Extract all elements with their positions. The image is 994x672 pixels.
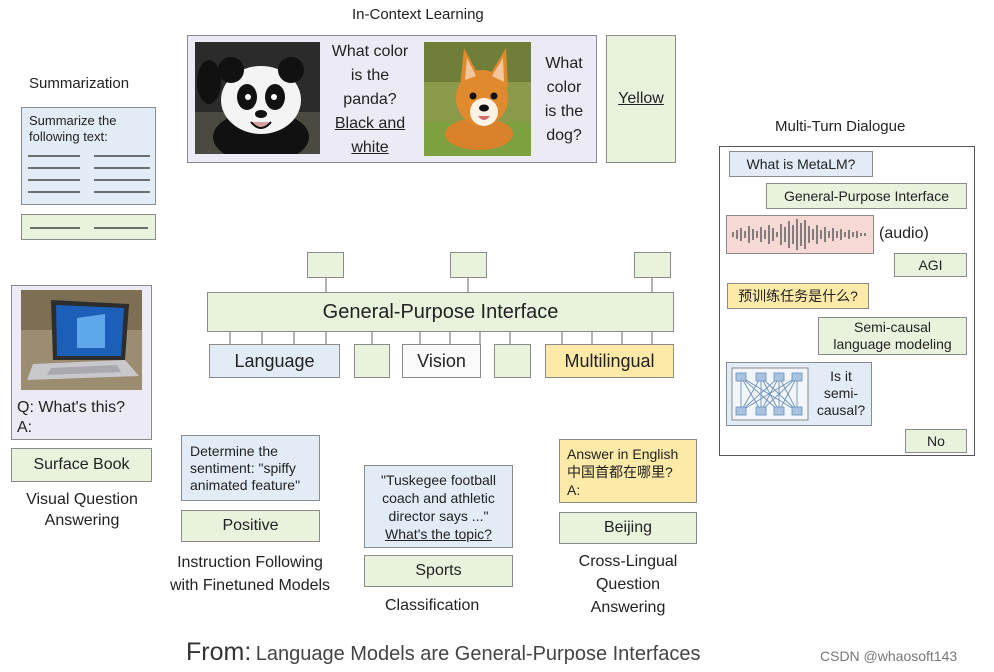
dialogue-q1-text: What is MetaLM? [746,156,856,172]
classification-prompt-line: coach and athletic [382,490,495,506]
instruction-output: Positive [181,510,320,542]
dialogue-a2-text: AGI [918,257,943,273]
encoder-language-label: Language [234,350,315,371]
panda-answer-line: Black and [334,115,406,132]
classification-input: "Tuskegee football coach and athletic di… [364,465,513,548]
encoder-multilingual: Multilingual [545,344,674,378]
crosslingual-output: Beijing [559,512,697,544]
interface-connectors [229,278,653,344]
dialogue-a3-line: language modeling [833,336,952,352]
in-context-answer: Yellow [618,90,664,107]
vqa-question-line: Q: What's this? [17,399,125,416]
classification-prompt-line: director says ..." [388,508,489,524]
crosslingual-prompt-line: 中国首都在哪里? [567,464,673,480]
instruction-answer: Positive [222,517,279,534]
classification-prompt-line: "Tuskegee football [381,472,496,488]
general-purpose-interface: General-Purpose Interface [207,292,674,332]
panda-answer-line: white [351,139,389,156]
encoder-placeholder-1 [354,344,390,378]
dialogue-q4-line: semi- [823,385,859,401]
crosslingual-caption-line: Answering [590,599,666,616]
encoder-placeholder-2 [494,344,531,378]
dialogue-a1: General-Purpose Interface [766,183,967,209]
vqa-caption: Visual Question Answering [10,489,154,531]
crosslingual-caption-line: Question [595,576,661,593]
in-context-output: Yellow [606,35,676,163]
footer-source: From: Language Models are General-Purpos… [186,638,700,667]
dog-question-line: What [545,55,583,72]
dialogue-a3-line: Semi-causal [853,319,932,335]
panda-question: What color is the panda? Black and white [322,40,418,160]
crosslingual-prompt-line: Answer in English [567,446,679,462]
panda-question-line: What color [331,43,409,60]
classification-answer: Sports [415,562,462,579]
instruction-caption-line: Instruction Following [177,554,323,571]
output-token-1 [307,252,344,278]
summarization-title: Summarization [29,75,130,92]
vqa-caption-line: Answering [44,512,120,529]
instruction-caption-line: with Finetuned Models [169,577,331,594]
in-context-title: In-Context Learning [352,6,484,23]
vqa-answer: Surface Book [33,456,130,473]
network-diagram-icon [731,367,809,421]
dog-question: What color is the dog? [533,52,595,148]
dialogue-a3: Semi-causal language modeling [818,317,967,355]
dog-question-line: color [546,79,582,96]
laptop-image [21,290,142,390]
output-token-2 [450,252,487,278]
crosslingual-caption: Cross-Lingual Question Answering [560,550,696,619]
waveform-icon [732,219,866,250]
dialogue-q3-text: 预训练任务是什么? [738,288,858,304]
dog-question-line: is the [544,103,584,120]
text-lines-icon [28,155,150,193]
summarization-prompt-line: following text: [29,129,108,144]
output-token-3 [634,252,671,278]
instruction-input: Determine the sentiment: "spiffy animate… [181,435,320,501]
instruction-caption: Instruction Following with Finetuned Mod… [152,551,348,597]
vqa-input: Q: What's this? A: [11,285,152,440]
crosslingual-answer: Beijing [603,519,653,536]
crosslingual-prompt-line: A: [567,482,581,498]
classification-caption: Classification [385,597,480,614]
summarization-input: Summarize the following text: [21,107,156,205]
dialogue-title: Multi-Turn Dialogue [775,118,906,135]
panda-question-line: panda? [343,91,397,108]
vqa-output: Surface Book [11,448,152,482]
encoder-vision-label: Vision [417,350,466,371]
classification-question-line: What's the topic? [385,526,492,542]
instruction-prompt-line: Determine the [190,443,278,459]
dialogue-q1: What is MetaLM? [729,151,873,177]
dialogue-q4-line: Is it [830,368,852,384]
dialogue-a4-text: No [927,433,945,449]
instruction-prompt-line: animated feature" [190,477,301,493]
dog-question-line: dog? [546,127,582,144]
encoder-vision: Vision [402,344,481,378]
panda-image [195,42,320,154]
footer-source-title: Language Models are General-Purpose Inte… [255,643,701,665]
summary-lines-icon [30,227,148,229]
dog-image [424,42,531,156]
summarization-output [21,214,156,240]
audio-waveform [726,215,874,254]
dialogue-q4-line: causal? [816,402,866,418]
encoder-language: Language [209,344,340,378]
dialogue-a4: No [905,429,967,453]
interface-label: General-Purpose Interface [322,300,559,323]
crosslingual-input: Answer in English 中国首都在哪里? A: [559,439,697,503]
panda-question-line: is the [350,67,390,84]
vqa-question-line: A: [17,419,33,436]
dialogue-a1-text: General-Purpose Interface [784,188,949,204]
instruction-prompt-line: sentiment: "spiffy [190,460,296,476]
encoder-multilingual-label: Multilingual [564,350,655,371]
crosslingual-caption-line: Cross-Lingual [578,553,678,570]
dialogue-a2: AGI [894,253,967,277]
footer-from-label: From: [186,638,252,666]
vqa-caption-line: Visual Question [26,491,138,508]
audio-label: (audio) [879,225,929,242]
dialogue-q3: 预训练任务是什么? [727,283,869,309]
classification-output: Sports [364,555,513,587]
footer-watermark: CSDN @whaosoft143 [820,648,958,664]
dialogue-q4: Is it semi- causal? [726,362,872,426]
summarization-prompt-line: Summarize the [29,113,117,128]
